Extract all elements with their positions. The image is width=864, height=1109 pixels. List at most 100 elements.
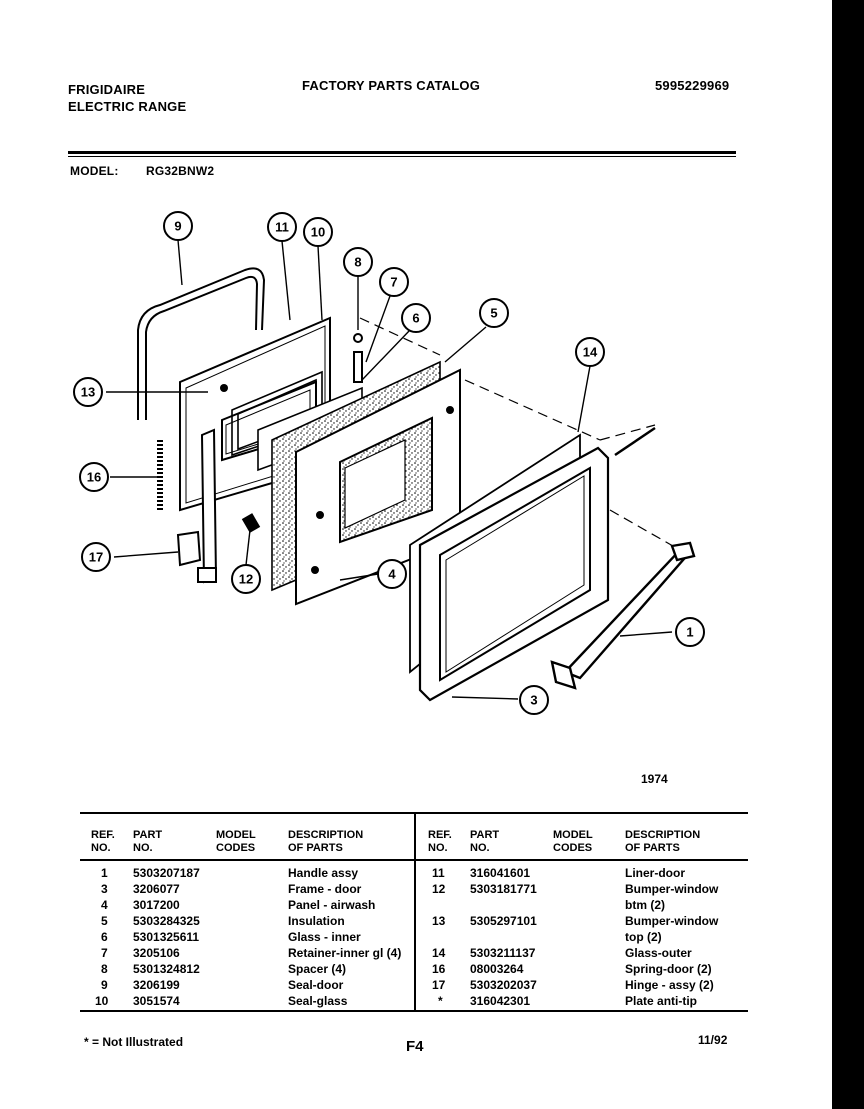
catalog-title: FACTORY PARTS CATALOG	[302, 78, 481, 93]
table-divider	[414, 812, 416, 1011]
row-ref: 9	[101, 978, 108, 992]
row-ref: 1	[101, 866, 108, 880]
page-number: F4	[406, 1038, 424, 1055]
callout-16: 16	[79, 462, 109, 492]
callout-6: 6	[401, 303, 431, 333]
row-part-no: 5303202037	[470, 978, 537, 992]
svg-text:10: 10	[311, 225, 325, 240]
screw-part	[614, 426, 656, 457]
row-description: Bumper-window	[625, 914, 719, 928]
not-illustrated-note: * = Not Illustrated	[84, 1035, 184, 1049]
callout-9: 9	[163, 211, 193, 241]
row-part-no: 5301325611	[133, 930, 200, 944]
row-part-no: 5303181771	[470, 882, 537, 896]
frame-door-part	[418, 446, 610, 702]
row-description: btm (2)	[625, 898, 665, 912]
row-description: Spring-door (2)	[625, 962, 712, 976]
svg-text:4: 4	[388, 567, 396, 582]
row-description: Bumper-window	[625, 882, 719, 896]
callout-17: 17	[81, 542, 111, 572]
brand-label: FRIGIDAIRE	[68, 82, 146, 97]
callout-4: 4	[377, 559, 407, 589]
row-part-no: 3051574	[133, 994, 180, 1008]
svg-text:17: 17	[89, 550, 103, 565]
row-part-no: 08003264	[470, 962, 524, 976]
row-ref: 7	[101, 946, 108, 960]
row-part-no: 5303207187	[133, 866, 200, 880]
catalog-page: FRIGIDAIRE ELECTRIC RANGE FACTORY PARTS …	[0, 0, 832, 1109]
row-part-no: 316042301	[470, 994, 531, 1008]
seal-door-part	[137, 267, 266, 420]
row-part-no: 5301324812	[133, 962, 200, 976]
row-description: Liner-door	[625, 866, 685, 880]
row-description: Panel - airwash	[288, 898, 376, 912]
spacer-part	[353, 333, 363, 343]
model-value: RG32BNW2	[146, 164, 215, 178]
svg-text:5: 5	[490, 306, 497, 321]
row-part-no: 5303284325	[133, 914, 200, 928]
model-label: MODEL:	[70, 164, 119, 178]
retainer-part	[353, 351, 363, 383]
product-label: ELECTRIC RANGE	[68, 99, 187, 114]
row-ref: 17	[432, 978, 446, 992]
svg-text:14: 14	[583, 345, 598, 360]
row-ref: *	[438, 994, 443, 1008]
catalog-number: 5995229969	[655, 78, 730, 93]
row-ref: 8	[101, 962, 108, 976]
svg-text:6: 6	[412, 311, 419, 326]
callout-1: 1	[675, 617, 705, 647]
svg-text:12: 12	[239, 572, 253, 587]
col-part-no: PART	[133, 829, 163, 841]
callout-12: 12	[231, 564, 261, 594]
row-description: Handle assy	[288, 866, 359, 880]
callout-10: 10	[303, 217, 333, 247]
callout-14: 14	[575, 337, 605, 367]
row-ref: 10	[95, 994, 109, 1008]
row-description: Glass - inner	[288, 930, 361, 944]
row-part-no: 5303211137	[470, 946, 536, 960]
svg-text:8: 8	[354, 255, 361, 270]
row-ref: 16	[432, 962, 446, 976]
callout-11: 11	[267, 212, 297, 242]
callout-13: 13	[73, 377, 103, 407]
row-part-no: 3206199	[133, 978, 180, 992]
svg-text:16: 16	[87, 470, 101, 485]
row-description: Retainer-inner gl (4)	[288, 946, 402, 960]
row-ref: 14	[432, 946, 446, 960]
handle-part	[550, 541, 696, 690]
row-ref: 3	[101, 882, 108, 896]
row-ref: 5	[101, 914, 108, 928]
svg-text:11: 11	[275, 220, 289, 235]
row-description: top (2)	[625, 930, 662, 944]
callout-8: 8	[343, 247, 373, 277]
bumper-btm-part	[241, 513, 261, 533]
callout-3: 3	[519, 685, 549, 715]
row-part-no: 316041601	[470, 866, 531, 880]
bumper-top-part	[220, 384, 228, 392]
row-description: Insulation	[288, 914, 345, 928]
svg-text:9: 9	[174, 219, 181, 234]
row-part-no: 5305297101	[470, 914, 537, 928]
row-description: Plate anti-tip	[625, 994, 698, 1008]
row-ref: 13	[432, 914, 446, 928]
row-ref: 6	[101, 930, 108, 944]
row-description: Frame - door	[288, 882, 362, 896]
header-rule-thin	[68, 156, 736, 157]
col-ref-no: REF.	[91, 829, 115, 841]
row-ref: 12	[432, 882, 446, 896]
figure-number: 1974	[641, 772, 668, 786]
row-part-no: 3206077	[133, 882, 180, 896]
row-description: Spacer (4)	[288, 962, 347, 976]
catalog-date: 11/92	[698, 1033, 728, 1047]
row-description: Seal-door	[288, 978, 344, 992]
row-description: Glass-outer	[625, 946, 692, 960]
col-model-codes: MODEL	[216, 829, 256, 841]
row-part-no: 3205106	[133, 946, 180, 960]
svg-text:13: 13	[81, 385, 95, 400]
svg-text:3: 3	[530, 693, 537, 708]
header-rule	[68, 151, 736, 154]
row-ref: 4	[101, 898, 108, 912]
row-ref: 11	[432, 866, 445, 880]
callout-5: 5	[479, 298, 509, 328]
row-description: Seal-glass	[288, 994, 348, 1008]
